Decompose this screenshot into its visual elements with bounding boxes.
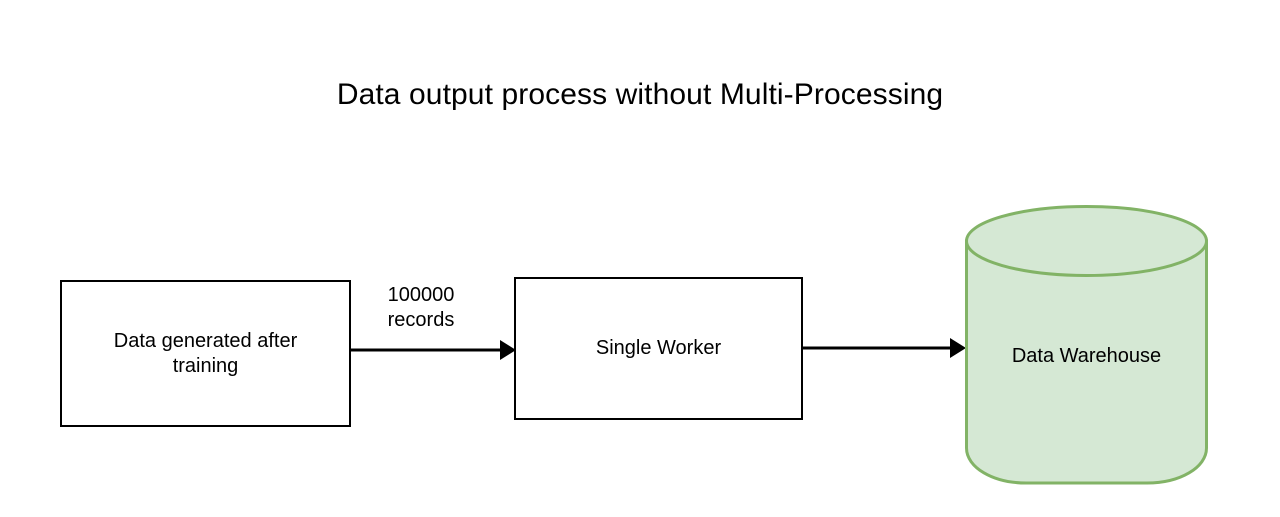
edge-label-records: 100000 records [387,284,455,331]
cylinder-icon [965,205,1208,485]
node-single-worker[interactable]: Single Worker [514,277,803,420]
node-data-generated-label: Data generated after training [113,329,298,377]
page-title: Data output process without Multi-Proces… [336,78,944,111]
node-data-warehouse-label: Data Warehouse [1011,345,1162,367]
node-single-worker-label: Single Worker [595,337,722,359]
edge-load [803,338,966,358]
edge-records [351,340,516,360]
node-data-generated[interactable]: Data generated after training [60,280,351,427]
node-data-warehouse[interactable]: Data Warehouse [964,204,1209,485]
